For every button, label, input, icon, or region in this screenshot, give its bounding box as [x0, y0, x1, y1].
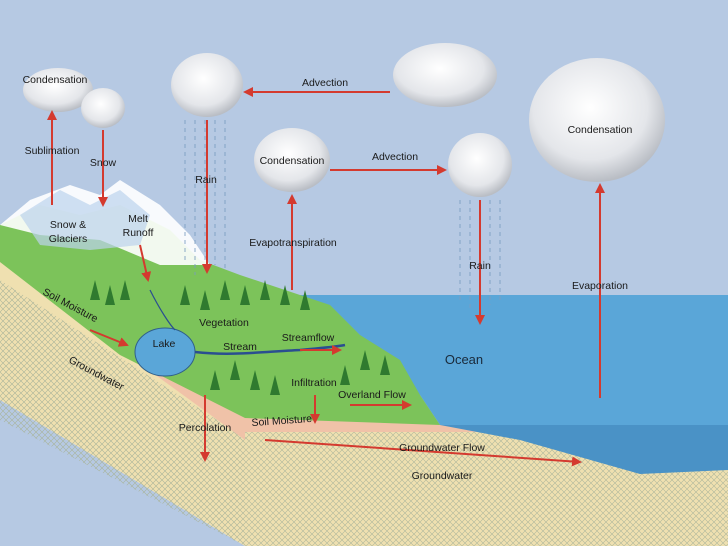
melt-runoff-arrow: [139, 244, 152, 282]
label-condensation-right: Condensation: [568, 124, 633, 136]
label-soil-moisture-bottom: Soil Moisture: [251, 413, 313, 429]
groundwater-left-hatch: [0, 280, 245, 546]
ocean-front: [440, 425, 728, 474]
label-stream: Stream: [223, 341, 257, 353]
tributary-line: [149, 289, 176, 331]
label-snow-glaciers-2: Glaciers: [49, 233, 88, 245]
label-condensation-left: Condensation: [23, 74, 88, 86]
cloud-advection: [393, 43, 497, 107]
rain-left: [184, 120, 226, 275]
label-ocean: Ocean: [445, 352, 483, 367]
label-lake: Lake: [153, 338, 176, 350]
label-rain-left: Rain: [195, 174, 217, 186]
label-vegetation: Vegetation: [199, 317, 249, 329]
groundwater-flow-arrow: [264, 439, 582, 467]
label-snow-glaciers-1: Snow &: [50, 219, 86, 231]
label-melt-runoff-1: Melt: [128, 213, 148, 225]
label-overland-flow: Overland Flow: [338, 389, 406, 401]
cloud-condensation-right: [529, 58, 665, 182]
label-rain-ocean: Rain: [469, 260, 491, 272]
label-sublimation: Sublimation: [25, 145, 80, 157]
cloud-rain-ocean: [448, 133, 512, 197]
cloud-rain-left: [171, 53, 243, 117]
label-groundwater-bottom: Groundwater: [412, 470, 473, 482]
cloud-top-left: [23, 68, 93, 112]
label-advection-middle: Advection: [372, 151, 418, 163]
label-condensation-middle: Condensation: [260, 155, 325, 167]
label-evapotranspiration: Evapotranspiration: [249, 237, 337, 249]
land-surface: [0, 205, 440, 425]
lake: [134, 327, 196, 377]
label-snow: Snow: [90, 157, 117, 169]
forest: [90, 280, 390, 395]
cloud-condensation-middle: [254, 128, 330, 192]
cloud-snow: [81, 88, 125, 128]
label-melt-runoff-2: Runoff: [123, 227, 154, 239]
label-groundwater-flow: Groundwater Flow: [399, 442, 485, 454]
label-percolation: Percolation: [179, 422, 232, 434]
label-advection-top: Advection: [302, 77, 348, 89]
label-infiltration: Infiltration: [291, 377, 337, 389]
rain-ocean: [459, 200, 501, 310]
ocean-surface: [300, 295, 728, 425]
soil-moisture-arrow: [89, 329, 129, 347]
label-evaporation: Evaporation: [572, 280, 628, 292]
label-streamflow: Streamflow: [282, 332, 335, 344]
